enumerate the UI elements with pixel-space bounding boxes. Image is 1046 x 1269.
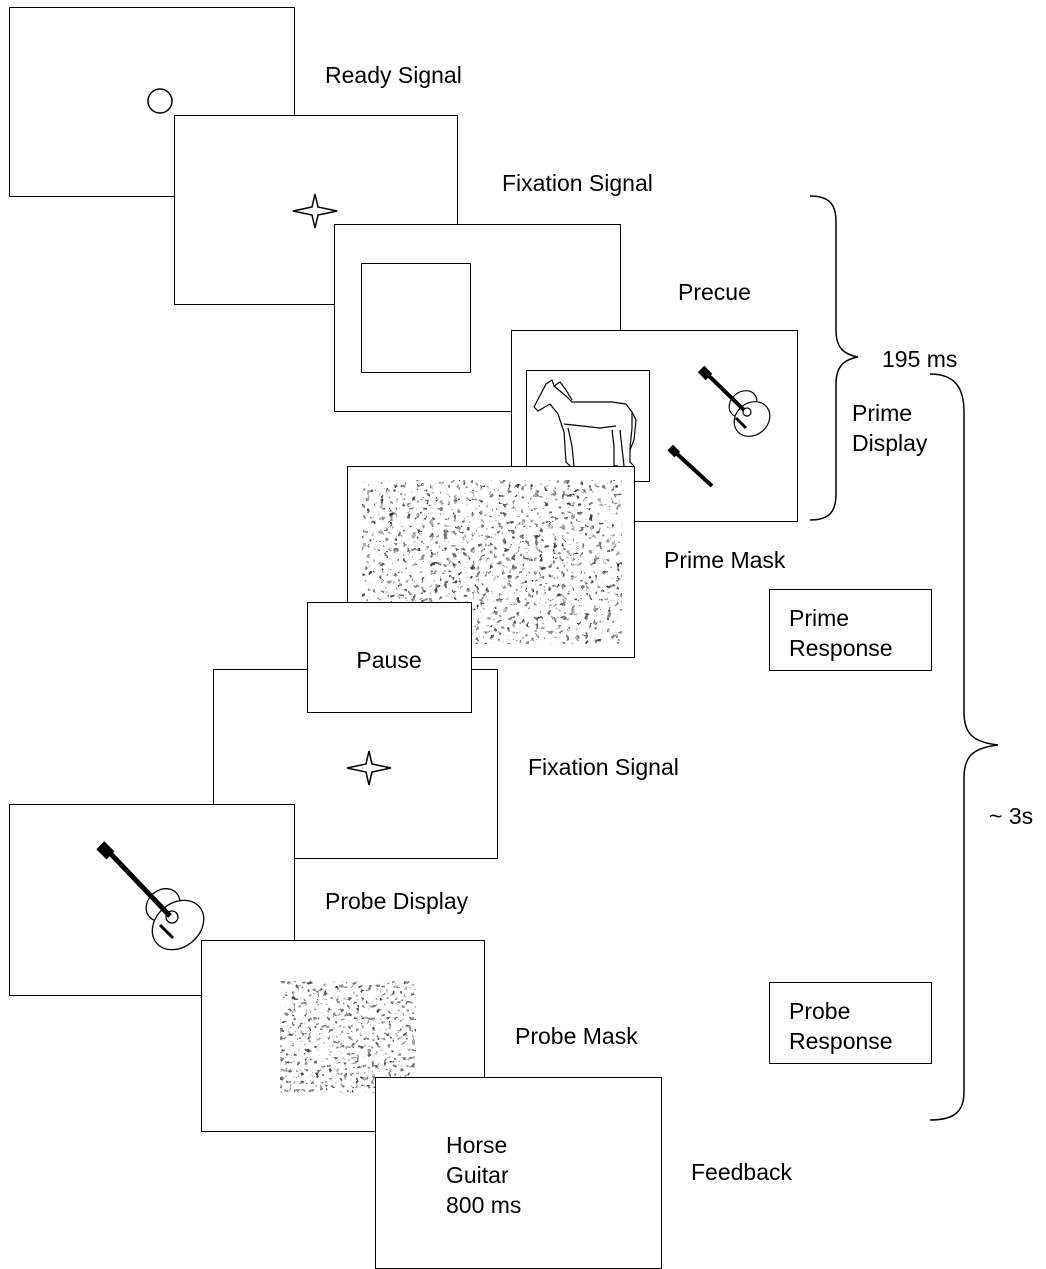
label-feedback: Feedback [691, 1159, 793, 1185]
label-prime-duration: 195 ms [882, 346, 958, 372]
probe-response-box: Probe Response [769, 982, 932, 1064]
probe-response-label: Probe Response [789, 998, 893, 1054]
label-ready-signal: Ready Signal [325, 62, 462, 88]
pause-text: Pause [356, 647, 422, 673]
prime-response-box: Prime Response [769, 589, 932, 671]
label-trial-duration: ~ 3s [989, 803, 1034, 829]
label-probe-mask: Probe Mask [515, 1023, 638, 1049]
label-fixation-signal-2: Fixation Signal [528, 754, 679, 780]
label-precue: Precue [678, 279, 751, 305]
brace-prime-duration [809, 195, 859, 521]
prime-response-label: Prime Response [789, 605, 893, 661]
pause-screen: Pause [307, 602, 472, 713]
label-prime-mask: Prime Mask [664, 547, 786, 573]
feedback-screen: Horse Guitar 800 ms [375, 1077, 662, 1269]
feedback-text: Horse Guitar 800 ms [446, 1132, 522, 1218]
precue-frame [361, 263, 471, 373]
label-fixation-signal: Fixation Signal [502, 170, 653, 196]
brace-trial-duration [929, 373, 999, 1121]
label-prime-display: Prime Display [852, 400, 928, 456]
label-probe-display: Probe Display [325, 888, 469, 914]
prime-mask-screen [347, 466, 635, 658]
probe-mask-noise [280, 981, 416, 1093]
